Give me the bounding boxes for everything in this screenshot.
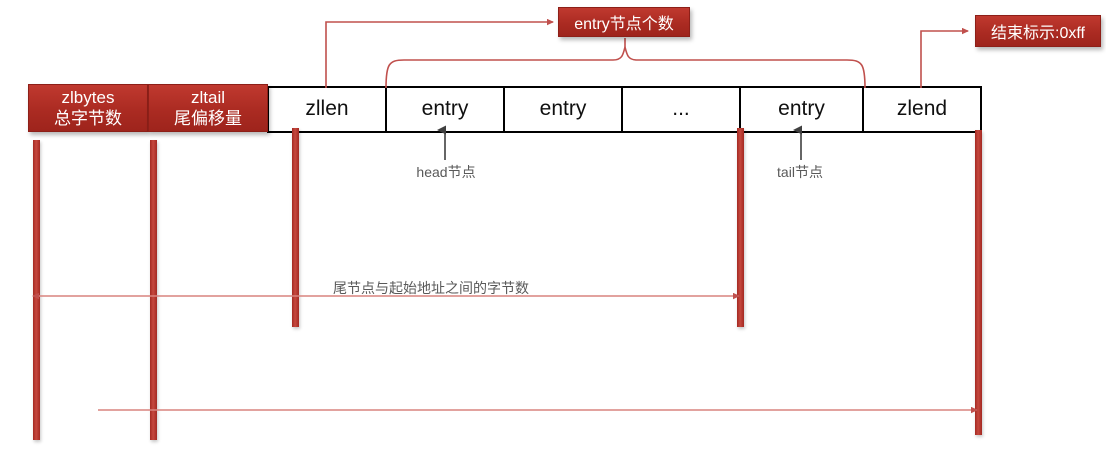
entry-span-brace: [385, 38, 866, 89]
note-head-node-label: head节点: [416, 164, 476, 180]
cell-ellipsis-label: ...: [672, 97, 690, 121]
guide-bar-tail-entry: [737, 128, 744, 327]
cell-entry-2[interactable]: entry: [503, 86, 623, 133]
cell-zlend-label: zlend: [896, 97, 948, 121]
note-tail-offset: 尾节点与起始地址之间的字节数: [333, 278, 529, 298]
zlend-to-end-marker-connector: [920, 27, 969, 88]
cell-entry-3-label: entry: [778, 97, 825, 121]
callout-entry-count[interactable]: entry节点个数: [558, 7, 690, 37]
cell-zltail[interactable]: zltail 尾偏移量: [148, 84, 268, 132]
cell-ellipsis[interactable]: ...: [621, 86, 741, 133]
zllen-to-entry-count-connector: [325, 18, 554, 88]
note-tail-node-label: tail节点: [777, 164, 823, 180]
cell-zltail-line1: zltail: [190, 87, 225, 107]
cell-zlbytes-line1: zlbytes: [61, 87, 115, 107]
note-tail-node: tail节点: [777, 162, 823, 182]
guide-bar-zllen-start: [292, 128, 299, 327]
cell-entry-2-label: entry: [539, 97, 587, 121]
callout-end-marker-label: 结束标示:0xff: [991, 25, 1085, 42]
cell-entry-1[interactable]: entry: [385, 86, 505, 133]
cell-zllen-label: zllen: [305, 97, 349, 121]
cell-zlend[interactable]: zlend: [862, 86, 982, 133]
cell-entry-1-label: entry: [421, 97, 469, 121]
cell-zlbytes[interactable]: zlbytes 总字节数: [28, 84, 148, 132]
cell-zlbytes-line2: 总字节数: [54, 108, 122, 128]
note-head-node: head节点: [416, 162, 475, 182]
callout-end-marker[interactable]: 结束标示:0xff: [975, 15, 1101, 47]
cell-entry-3[interactable]: entry: [739, 86, 864, 133]
cell-zllen[interactable]: zllen: [267, 86, 387, 133]
cell-zltail-line2: 尾偏移量: [174, 108, 242, 128]
guide-bar-zlend-end: [975, 130, 982, 435]
callout-entry-count-label: entry节点个数: [574, 16, 674, 33]
guide-bar-zlbytes-start: [33, 140, 40, 440]
guide-bar-zltail-start: [150, 140, 157, 440]
note-tail-offset-label: 尾节点与起始地址之间的字节数: [333, 280, 529, 296]
